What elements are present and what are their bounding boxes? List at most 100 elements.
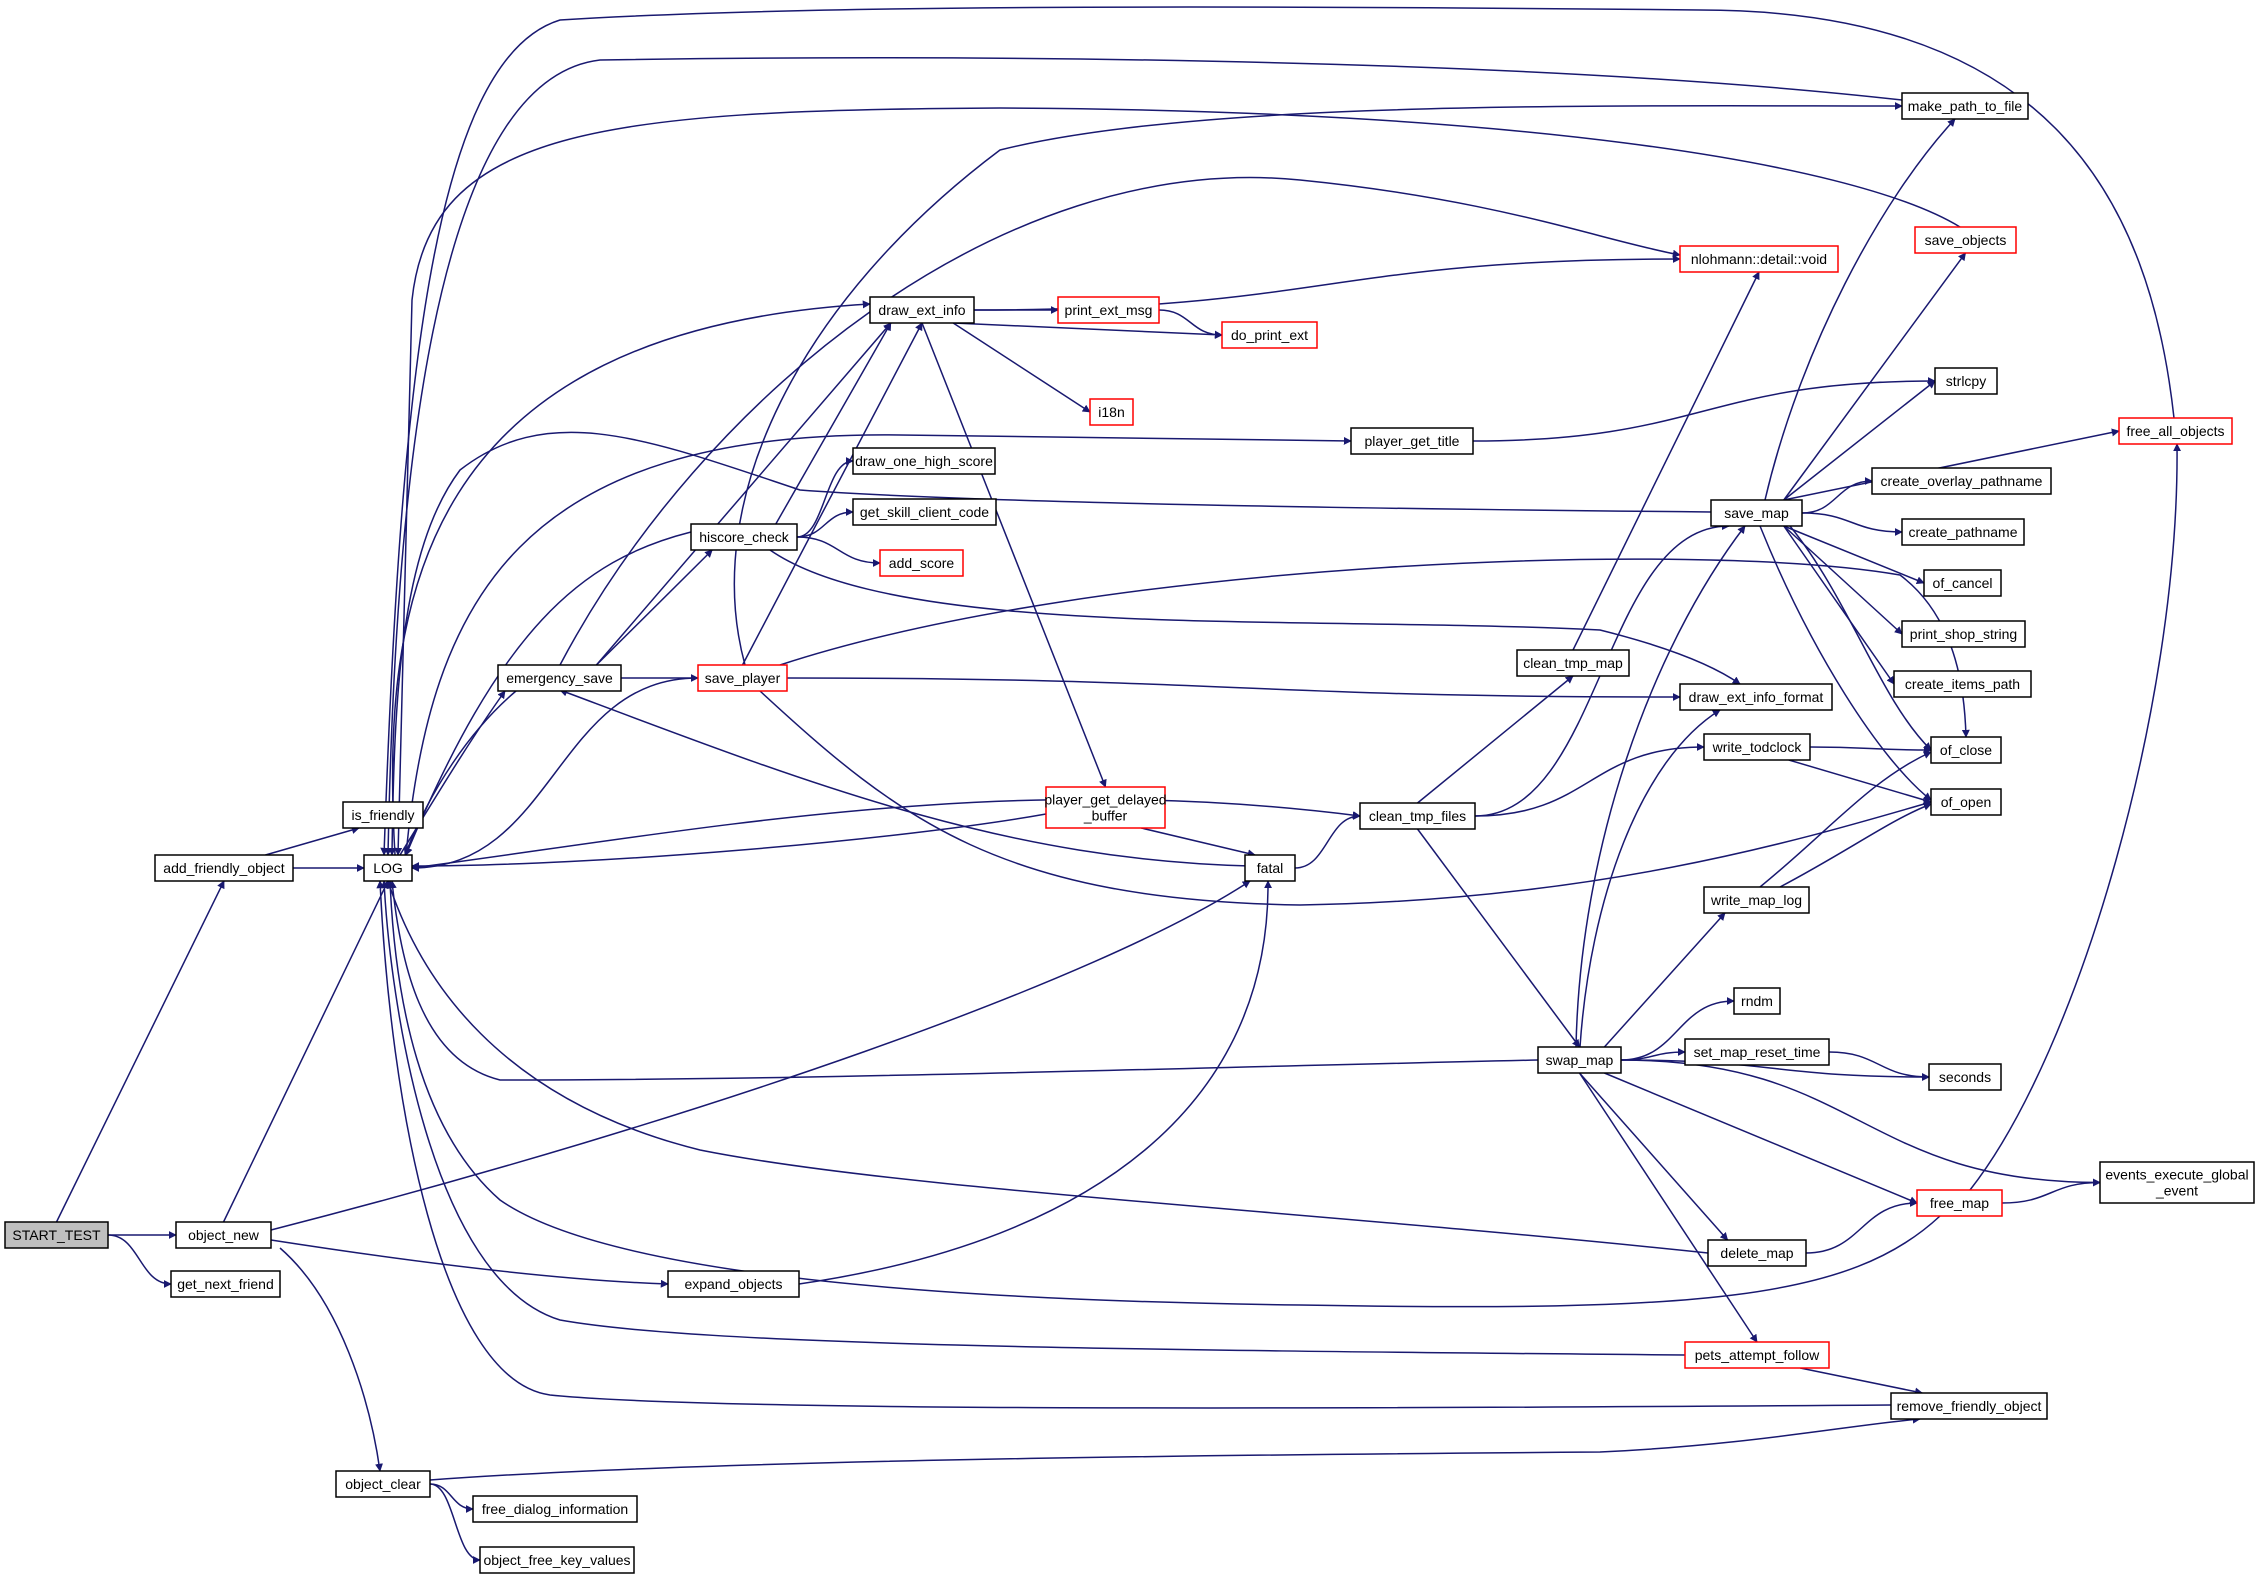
node-label: expand_objects <box>684 1276 782 1292</box>
edge-swap_map-to-save_map <box>1575 525 1746 1048</box>
node-box <box>1916 1189 2003 1217</box>
node-player_get_title[interactable]: player_get_title <box>1350 427 1474 455</box>
node-make_path_to_file[interactable]: make_path_to_file <box>1901 92 2029 120</box>
node-hiscore_check[interactable]: hiscore_check <box>690 523 798 551</box>
node-free_all_objects[interactable]: free_all_objects <box>2118 417 2233 445</box>
node-free_map[interactable]: free_map <box>1916 1189 2003 1217</box>
node-label: object_clear <box>345 1476 421 1492</box>
node-label: object_free_key_values <box>483 1552 630 1568</box>
node-write_todclock[interactable]: write_todclock <box>1703 733 1811 761</box>
node-box <box>1707 1239 1807 1267</box>
node-free_dialog_information[interactable]: free_dialog_information <box>472 1495 638 1523</box>
node-expand_objects[interactable]: expand_objects <box>667 1270 800 1298</box>
edge-hiscore_check-to-draw_ext_info_format <box>769 549 1741 685</box>
node-swap_map[interactable]: swap_map <box>1537 1046 1622 1074</box>
edge-save_map-to-create_overlay_pathname <box>1801 477 1873 514</box>
node-get_next_friend[interactable]: get_next_friend <box>170 1270 281 1298</box>
node-remove_friendly_object[interactable]: remove_friendly_object <box>1890 1392 2048 1420</box>
node-get_skill_client_code[interactable]: get_skill_client_code <box>852 498 997 526</box>
node-box <box>1703 733 1811 761</box>
node-pets_attempt_follow[interactable]: pets_attempt_follow <box>1684 1341 1830 1369</box>
node-clean_tmp_map[interactable]: clean_tmp_map <box>1516 649 1630 677</box>
node-label: LOG <box>373 860 403 876</box>
node-label: print_shop_string <box>1910 626 2017 642</box>
edge-player_get_title-to-strlcpy <box>1472 377 1936 442</box>
node-nlohmann_detail_void[interactable]: nlohmann::detail::void <box>1679 245 1839 273</box>
node-of_close[interactable]: of_close <box>1930 736 2002 764</box>
node-box <box>1244 854 1296 882</box>
node-object_clear[interactable]: object_clear <box>335 1470 431 1498</box>
node-player_get_delayed_buffer[interactable]: player_get_delayed_buffer <box>1044 786 1167 829</box>
node-box <box>479 1546 635 1574</box>
node-box <box>852 447 996 475</box>
node-object_free_key_values[interactable]: object_free_key_values <box>479 1546 635 1574</box>
edge-object_new-to-fatal <box>270 880 1251 1231</box>
edge-save_player-to-of_close <box>779 558 1970 738</box>
edge-free_map-to-events_execute_global_event <box>2001 1178 2101 1204</box>
edge-swap_map-to-write_map_log <box>1603 912 1726 1048</box>
edge-fatal-to-clean_tmp_files <box>1294 812 1361 869</box>
node-label: do_print_ext <box>1231 327 1308 343</box>
node-of_cancel[interactable]: of_cancel <box>1923 569 2002 597</box>
node-draw_ext_info_format[interactable]: draw_ext_info_format <box>1679 683 1833 711</box>
node-object_new[interactable]: object_new <box>175 1221 272 1249</box>
node-clean_tmp_files[interactable]: clean_tmp_files <box>1359 802 1476 830</box>
edge-save_player-to-make_path_to_file <box>733 101 1903 666</box>
node-label: set_map_reset_time <box>1694 1044 1821 1060</box>
node-label: free_dialog_information <box>482 1501 628 1517</box>
node-label: draw_ext_info <box>878 302 965 318</box>
node-save_objects[interactable]: save_objects <box>1914 226 2017 254</box>
node-seconds[interactable]: seconds <box>1928 1063 2002 1091</box>
node-label: write_map_log <box>1710 892 1802 908</box>
node-i18n[interactable]: i18n <box>1089 398 1134 426</box>
node-delete_map[interactable]: delete_map <box>1707 1239 1807 1267</box>
node-draw_one_high_score[interactable]: draw_one_high_score <box>852 447 996 475</box>
node-log[interactable]: LOG <box>363 854 413 882</box>
node-fatal[interactable]: fatal <box>1244 854 1296 882</box>
node-label: make_path_to_file <box>1908 98 2023 114</box>
node-create_overlay_pathname[interactable]: create_overlay_pathname <box>1871 467 2052 495</box>
node-box <box>869 296 975 324</box>
node-start_test[interactable]: START_TEST <box>4 1221 109 1249</box>
node-write_map_log[interactable]: write_map_log <box>1703 886 1810 914</box>
edge-swap_map-to-events_execute_global_event <box>1620 1059 2101 1187</box>
node-add_score[interactable]: add_score <box>879 549 964 577</box>
node-print_shop_string[interactable]: print_shop_string <box>1901 620 2026 648</box>
node-emergency_save[interactable]: emergency_save <box>497 664 622 692</box>
node-label: create_overlay_pathname <box>1881 473 2043 489</box>
node-add_friendly_object[interactable]: add_friendly_object <box>154 854 294 882</box>
node-label: object_new <box>188 1227 260 1243</box>
node-label: pets_attempt_follow <box>1695 1347 1820 1363</box>
node-box <box>1089 398 1134 426</box>
node-create_items_path[interactable]: create_items_path <box>1893 670 2032 698</box>
node-box <box>170 1270 281 1298</box>
node-draw_ext_info[interactable]: draw_ext_info <box>869 296 975 324</box>
edge-pets_attempt_follow-to-remove_friendly_object <box>1800 1367 1923 1396</box>
node-strlcpy[interactable]: strlcpy <box>1934 367 1998 395</box>
node-layer: START_TESTadd_friendly_objectobject_newg… <box>4 92 2255 1574</box>
edge-swap_map-to-rndm <box>1620 997 1735 1061</box>
node-print_ext_msg[interactable]: print_ext_msg <box>1057 296 1160 324</box>
edge-hiscore_check-to-add_score <box>796 536 881 567</box>
edge-object_new-to-log <box>222 880 389 1223</box>
node-do_print_ext[interactable]: do_print_ext <box>1221 321 1318 349</box>
edge-save_player-to-draw_ext_info <box>741 322 923 666</box>
edge-swap_map-to-pets_attempt_follow <box>1578 1072 1758 1343</box>
edge-emergency_save-to-nlohmann_detail_void <box>559 176 1681 666</box>
node-box <box>4 1221 109 1249</box>
node-rndm[interactable]: rndm <box>1733 987 1781 1015</box>
node-box <box>1934 367 1998 395</box>
node-create_pathname[interactable]: create_pathname <box>1901 518 2025 546</box>
edge-save_player-to-of_open <box>759 690 1932 906</box>
node-events_execute_global_event[interactable]: events_execute_global_event <box>2099 1161 2255 1204</box>
node-of_open[interactable]: of_open <box>1930 788 2002 816</box>
node-is_friendly[interactable]: is_friendly <box>342 801 424 829</box>
node-save_map[interactable]: save_map <box>1710 499 1803 527</box>
node-label: draw_ext_info_format <box>1689 689 1824 705</box>
node-set_map_reset_time[interactable]: set_map_reset_time <box>1684 1038 1830 1066</box>
edge-write_map_log-to-of_close <box>1759 751 1932 888</box>
edge-save_map-to-of_close <box>1789 525 1932 751</box>
node-save_player[interactable]: save_player <box>697 664 788 692</box>
edge-delete_map-to-free_map <box>1805 1199 1918 1254</box>
